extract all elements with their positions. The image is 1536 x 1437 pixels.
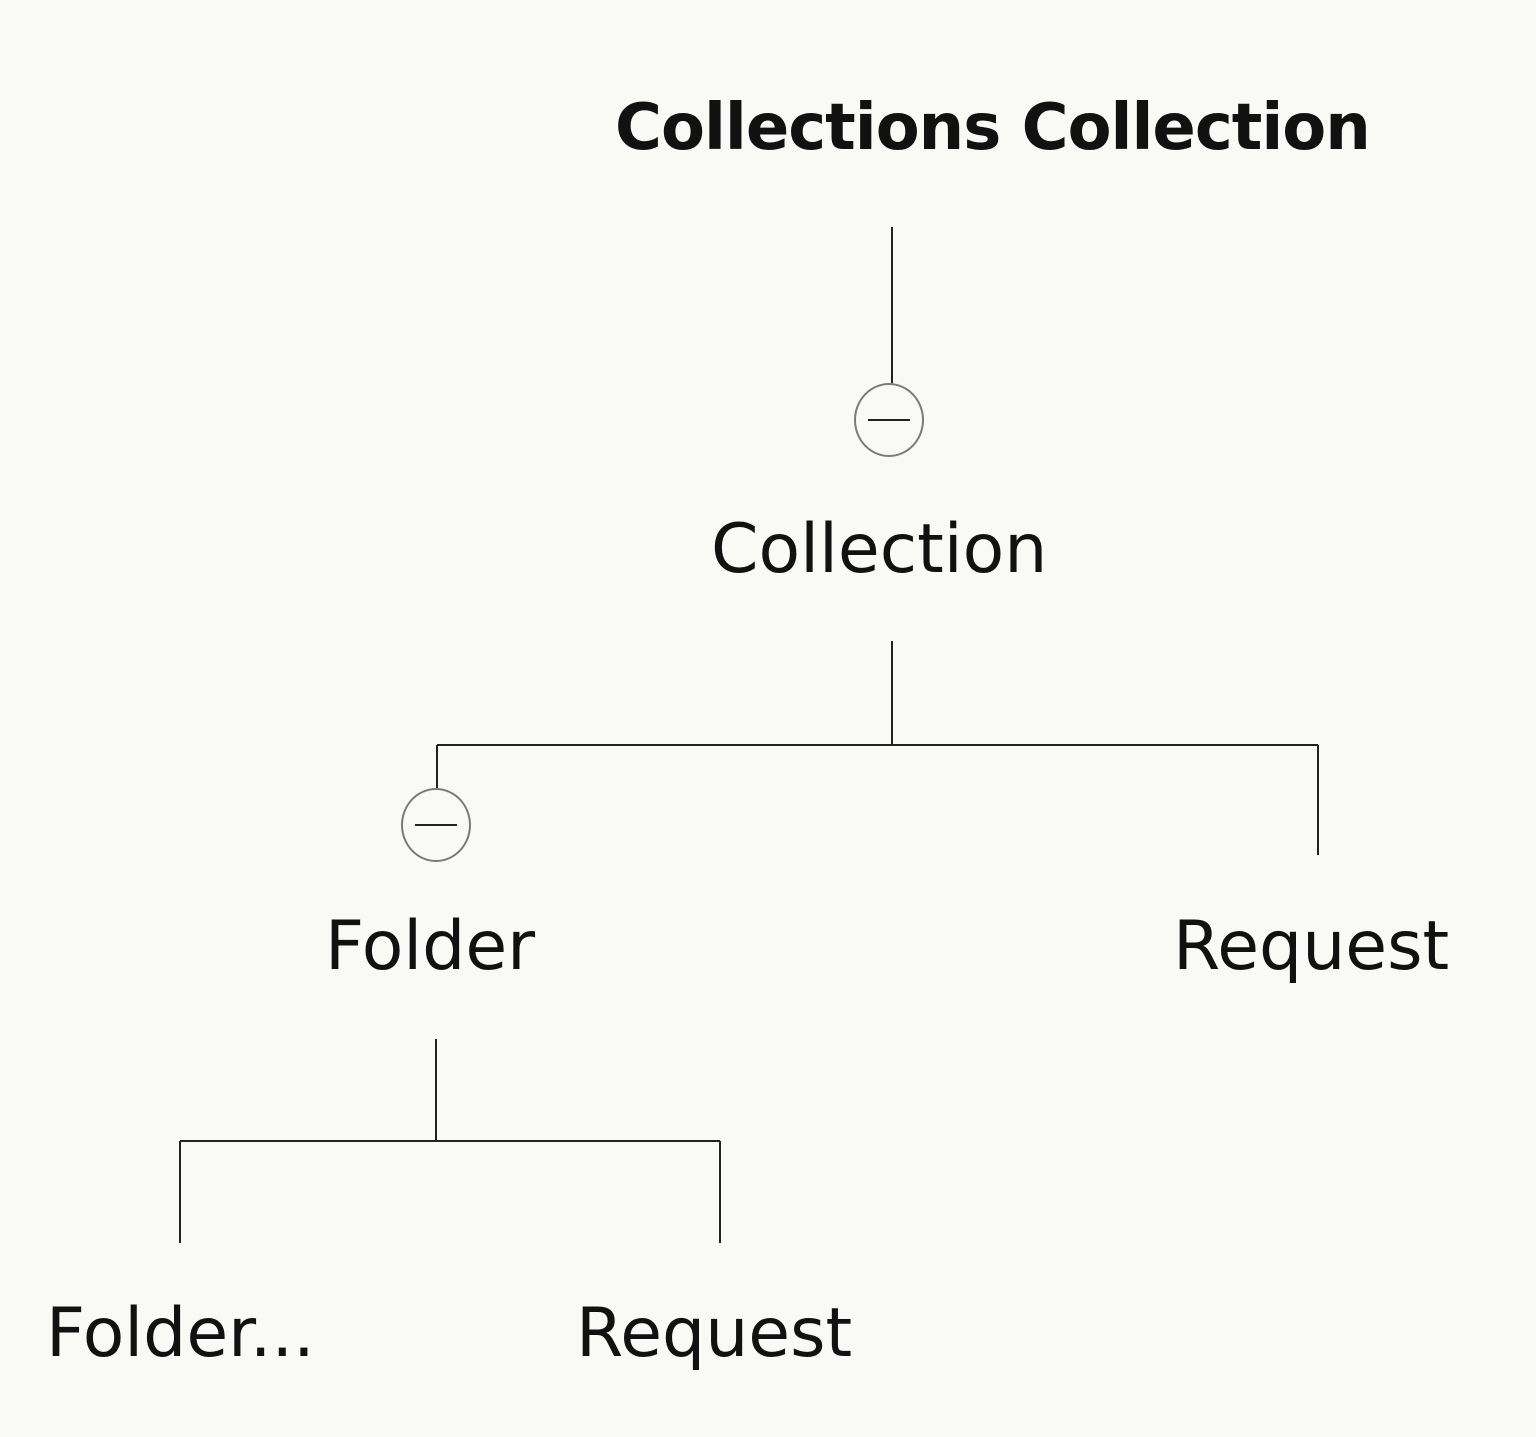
node-folder-child[interactable]: Folder... (46, 1294, 315, 1373)
node-folder[interactable]: Folder (325, 907, 536, 986)
collapse-minus-icon (415, 824, 457, 826)
collection-collapse-toggle[interactable] (854, 383, 924, 457)
collapse-minus-icon (868, 419, 910, 421)
node-collection[interactable]: Collection (711, 510, 1048, 589)
node-request-child[interactable]: Request (576, 1294, 853, 1373)
node-request[interactable]: Request (1173, 907, 1450, 986)
folder-collapse-toggle[interactable] (401, 788, 471, 862)
diagram-title: Collections Collection (615, 91, 1371, 165)
